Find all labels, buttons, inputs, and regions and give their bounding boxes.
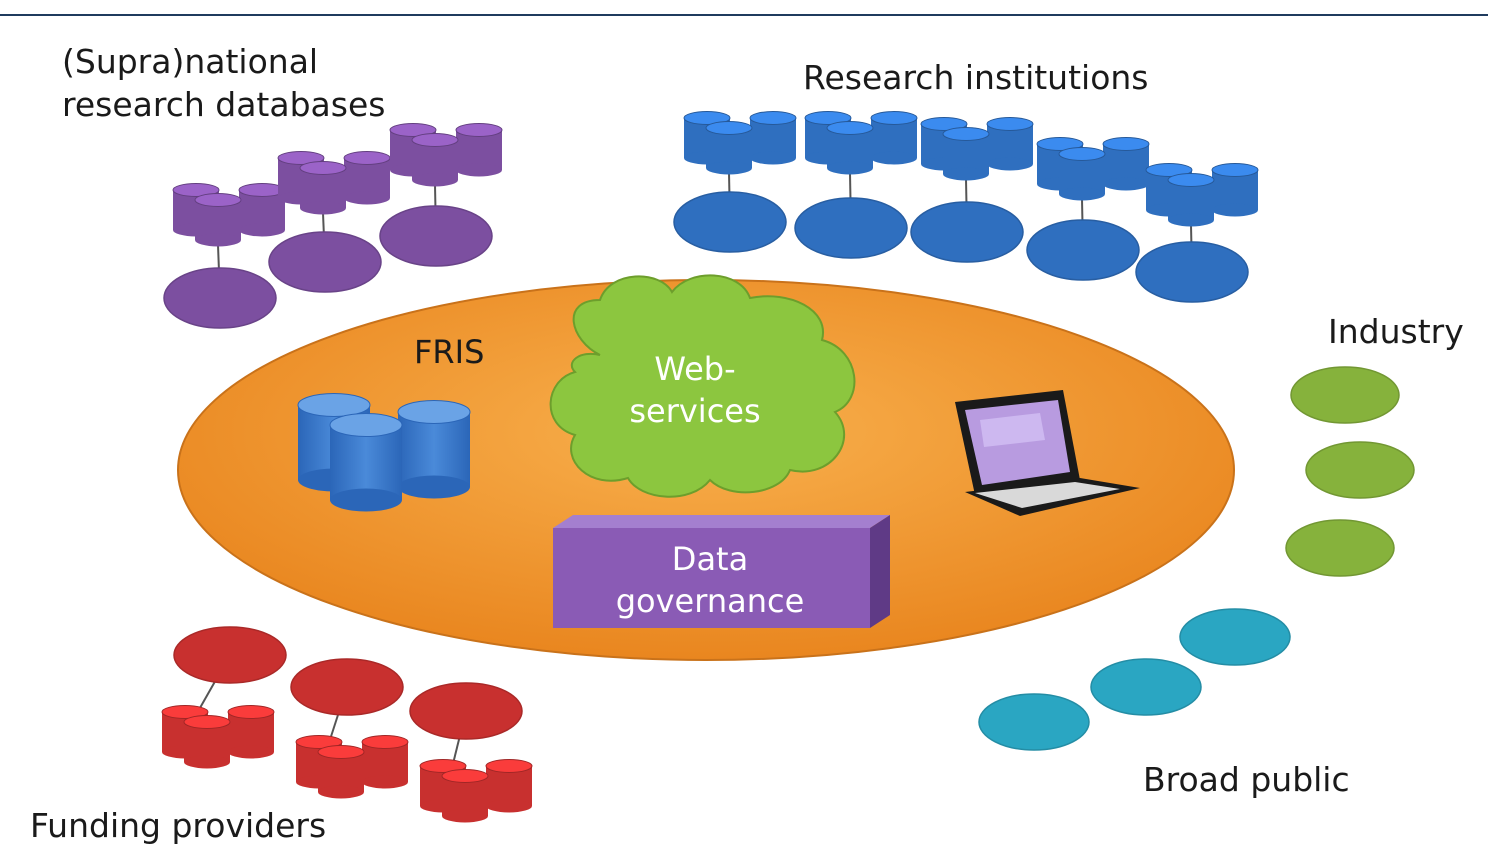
research-institution-node bbox=[673, 191, 787, 253]
industry-node bbox=[1285, 519, 1395, 577]
database-icon bbox=[441, 769, 489, 823]
database-icon bbox=[485, 759, 533, 813]
industry-group bbox=[1285, 366, 1415, 577]
broad-public-node bbox=[1179, 608, 1291, 666]
research-institution-node bbox=[794, 197, 908, 259]
web-services-line1: Web- bbox=[654, 350, 736, 388]
database-icon bbox=[227, 705, 275, 759]
web-services-line2: services bbox=[629, 392, 761, 430]
research-institutions-label: Research institutions bbox=[803, 58, 1149, 97]
database-icon bbox=[1102, 137, 1150, 191]
research-institution-node bbox=[1135, 241, 1249, 303]
diagram-canvas bbox=[161, 111, 1415, 823]
database-icon bbox=[705, 121, 753, 175]
supranational-node bbox=[268, 231, 382, 293]
database-icon bbox=[411, 133, 459, 187]
database-icon bbox=[826, 121, 874, 175]
broad-public-node bbox=[1090, 658, 1202, 716]
web-services-cloud bbox=[549, 274, 856, 498]
industry-node bbox=[1290, 366, 1400, 424]
research-institution-node bbox=[1026, 219, 1140, 281]
database-icon bbox=[1167, 173, 1215, 227]
supranational-label-line1: (Supra)national bbox=[62, 42, 319, 81]
database-icon bbox=[361, 735, 409, 789]
broad-public-node bbox=[978, 693, 1090, 751]
funding-provider-node bbox=[173, 626, 287, 684]
database-icon bbox=[317, 745, 365, 799]
data-governance-line2: governance bbox=[615, 582, 805, 620]
database-icon bbox=[299, 161, 347, 215]
broad-public-label: Broad public bbox=[1143, 760, 1350, 799]
supranational-label-line2: research databases bbox=[62, 85, 386, 124]
supranational-label: (Supra)national research databases bbox=[62, 40, 385, 126]
database-icon bbox=[183, 715, 231, 769]
database-icon bbox=[986, 117, 1034, 171]
web-services-label: Web- services bbox=[600, 348, 790, 432]
fris-database-icon bbox=[297, 392, 471, 512]
research-institution-node bbox=[910, 201, 1024, 263]
funding-provider-node bbox=[290, 658, 404, 716]
database-icon bbox=[749, 111, 797, 165]
industry-label: Industry bbox=[1328, 312, 1464, 351]
funding-providers-label: Funding providers bbox=[30, 806, 327, 845]
database-icon bbox=[1058, 147, 1106, 201]
database-icon bbox=[194, 193, 242, 247]
data-governance-line1: Data bbox=[671, 540, 749, 578]
laptop-icon bbox=[955, 390, 1140, 516]
database-icon bbox=[455, 123, 503, 177]
database-icon bbox=[238, 183, 286, 237]
funding-provider-node bbox=[409, 682, 523, 740]
industry-node bbox=[1305, 441, 1415, 499]
database-icon bbox=[942, 127, 990, 181]
supranational-node bbox=[163, 267, 277, 329]
database-icon bbox=[870, 111, 918, 165]
fris-label: FRIS bbox=[414, 333, 485, 371]
funding-providers-group bbox=[161, 626, 533, 823]
data-governance-box bbox=[553, 515, 890, 628]
top-rule bbox=[0, 14, 1488, 16]
research-institutions-group bbox=[673, 111, 1259, 303]
broad-public-group bbox=[978, 608, 1291, 751]
data-governance-label: Data governance bbox=[555, 538, 865, 622]
supranational-group bbox=[163, 123, 503, 329]
database-icon bbox=[343, 151, 391, 205]
database-icon bbox=[1211, 163, 1259, 217]
supranational-node bbox=[379, 205, 493, 267]
